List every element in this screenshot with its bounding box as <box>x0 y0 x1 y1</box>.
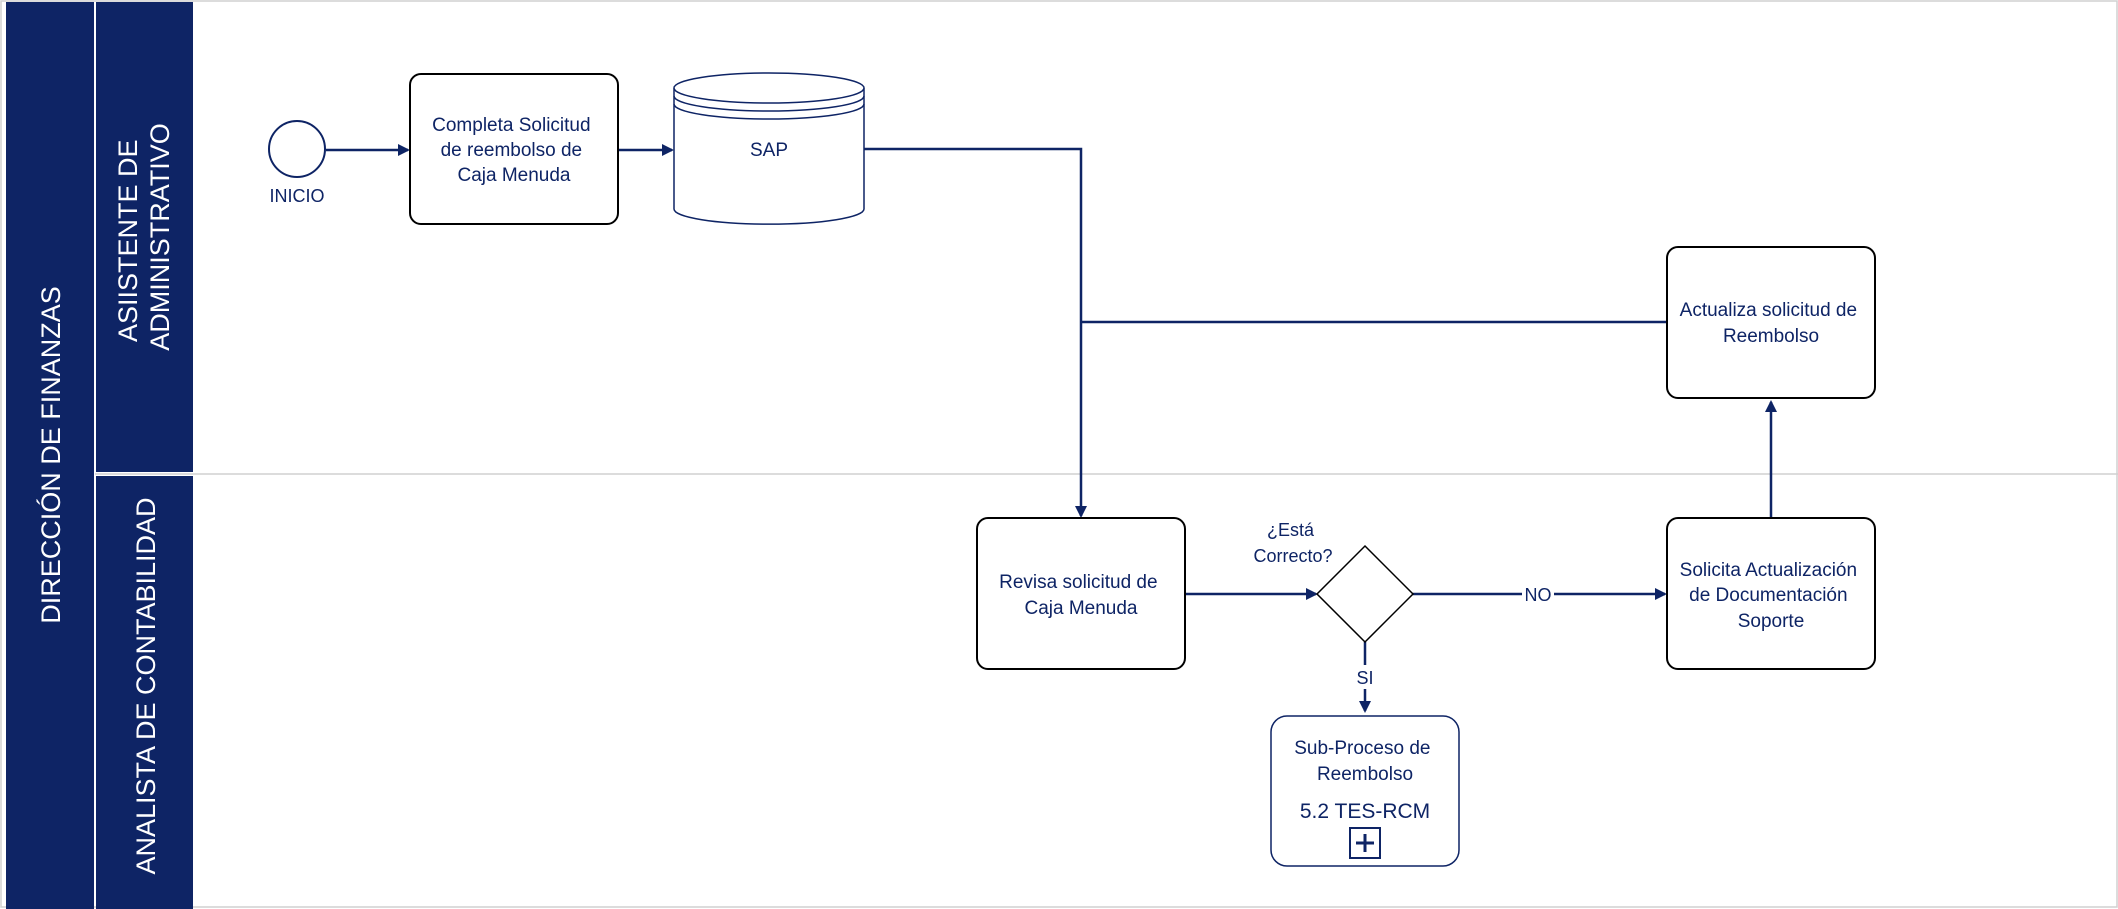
task-solicita-label: Solicita Actualización de Documentación … <box>1680 560 1863 632</box>
datastore-top <box>673 72 865 104</box>
task-revisa-label: Revisa solicitud de Caja Menuda <box>999 572 1163 619</box>
lane-title-line-1: ASIISTENTE DE <box>113 139 143 342</box>
subprocess-label: Sub-Proceso de Reembolso <box>1294 738 1436 785</box>
lane-header-asistente <box>96 2 193 472</box>
subprocess-box[interactable] <box>1270 715 1460 867</box>
edge-label-no: NO <box>1525 585 1552 605</box>
pool-header <box>6 2 94 909</box>
expand-icon-box[interactable] <box>1349 827 1381 859</box>
lane-header-analista <box>96 476 193 909</box>
edge-label-no-bg <box>1522 582 1554 606</box>
lane-title-asistente: ASIISTENTE DE ADMINISTRATIVO <box>113 123 175 351</box>
edge-label-si-bg <box>1354 665 1376 689</box>
task-solicita-actualizacion[interactable]: Solicita Actualización de Documentación … <box>1666 517 1876 670</box>
gateway-label: ¿Está Correcto? <box>1253 520 1332 566</box>
task-completa-line-3: Caja Menuda <box>457 165 570 186</box>
start-event[interactable] <box>268 120 326 178</box>
start-event-label: INICIO <box>269 186 324 206</box>
task-completa-solicitud[interactable]: Completa Solicitud de reembolso de Caja … <box>409 73 619 225</box>
task-revisa-line-1: Revisa solicitud de <box>999 572 1157 593</box>
datastore-ring-1 <box>673 95 865 112</box>
task-revisa-line-2: Caja Menuda <box>1024 598 1137 619</box>
task-solicita-line-3: Soporte <box>1738 611 1805 632</box>
task-revisa-solicitud[interactable]: Revisa solicitud de Caja Menuda <box>976 517 1186 670</box>
task-revisa-box[interactable] <box>976 517 1186 670</box>
task-completa-line-1: Completa Solicitud <box>432 115 590 136</box>
task-solicita-line-1: Solicita Actualización <box>1680 560 1857 581</box>
task-actualiza-label: Actualiza solicitud de Reembolso <box>1680 300 1863 347</box>
pool-title: DIRECCIÓN DE FINANZAS <box>35 286 66 624</box>
lane-title-line-2: ADMINISTRATIVO <box>145 123 175 351</box>
edge-label-si: SI <box>1356 668 1373 688</box>
lane-title-analista: ANALISTA DE CONTABILIDAD <box>131 497 161 874</box>
expand-icon[interactable] <box>1349 827 1381 859</box>
gateway-label-line-2: Correcto? <box>1253 546 1332 566</box>
subprocess-line-2: Reembolso <box>1317 764 1413 785</box>
gateway-diamond[interactable] <box>1315 544 1415 644</box>
subprocess-code: 5.2 TES-RCM <box>1300 800 1430 823</box>
task-completa-line-2: de reembolso de <box>441 140 583 161</box>
gateway-esta-correcto[interactable]: ¿Está Correcto? <box>1253 520 1415 644</box>
flow-sap-to-revisa <box>864 147 1087 518</box>
task-actualiza-line-1: Actualiza solicitud de <box>1680 300 1857 321</box>
task-solicita-box[interactable] <box>1666 517 1876 670</box>
task-completa-box[interactable] <box>409 73 619 225</box>
datastore-label: SAP <box>750 140 788 161</box>
task-actualiza-line-2: Reembolso <box>1723 326 1819 347</box>
task-completa-label: Completa Solicitud de reembolso de Caja … <box>432 115 596 186</box>
task-actualiza-solicitud[interactable]: Actualiza solicitud de Reembolso <box>1666 246 1876 399</box>
task-actualiza-box[interactable] <box>1666 246 1876 399</box>
subprocess-reembolso[interactable]: Sub-Proceso de Reembolso 5.2 TES-RCM <box>1270 715 1460 867</box>
datastore-body <box>673 88 865 225</box>
task-solicita-line-2: de Documentación <box>1689 585 1847 606</box>
subprocess-line-1: Sub-Proceso de <box>1294 738 1430 759</box>
datastore-sap[interactable]: SAP <box>673 72 865 225</box>
gateway-label-line-1: ¿Está <box>1267 520 1315 540</box>
datastore-ring-2 <box>673 103 865 120</box>
